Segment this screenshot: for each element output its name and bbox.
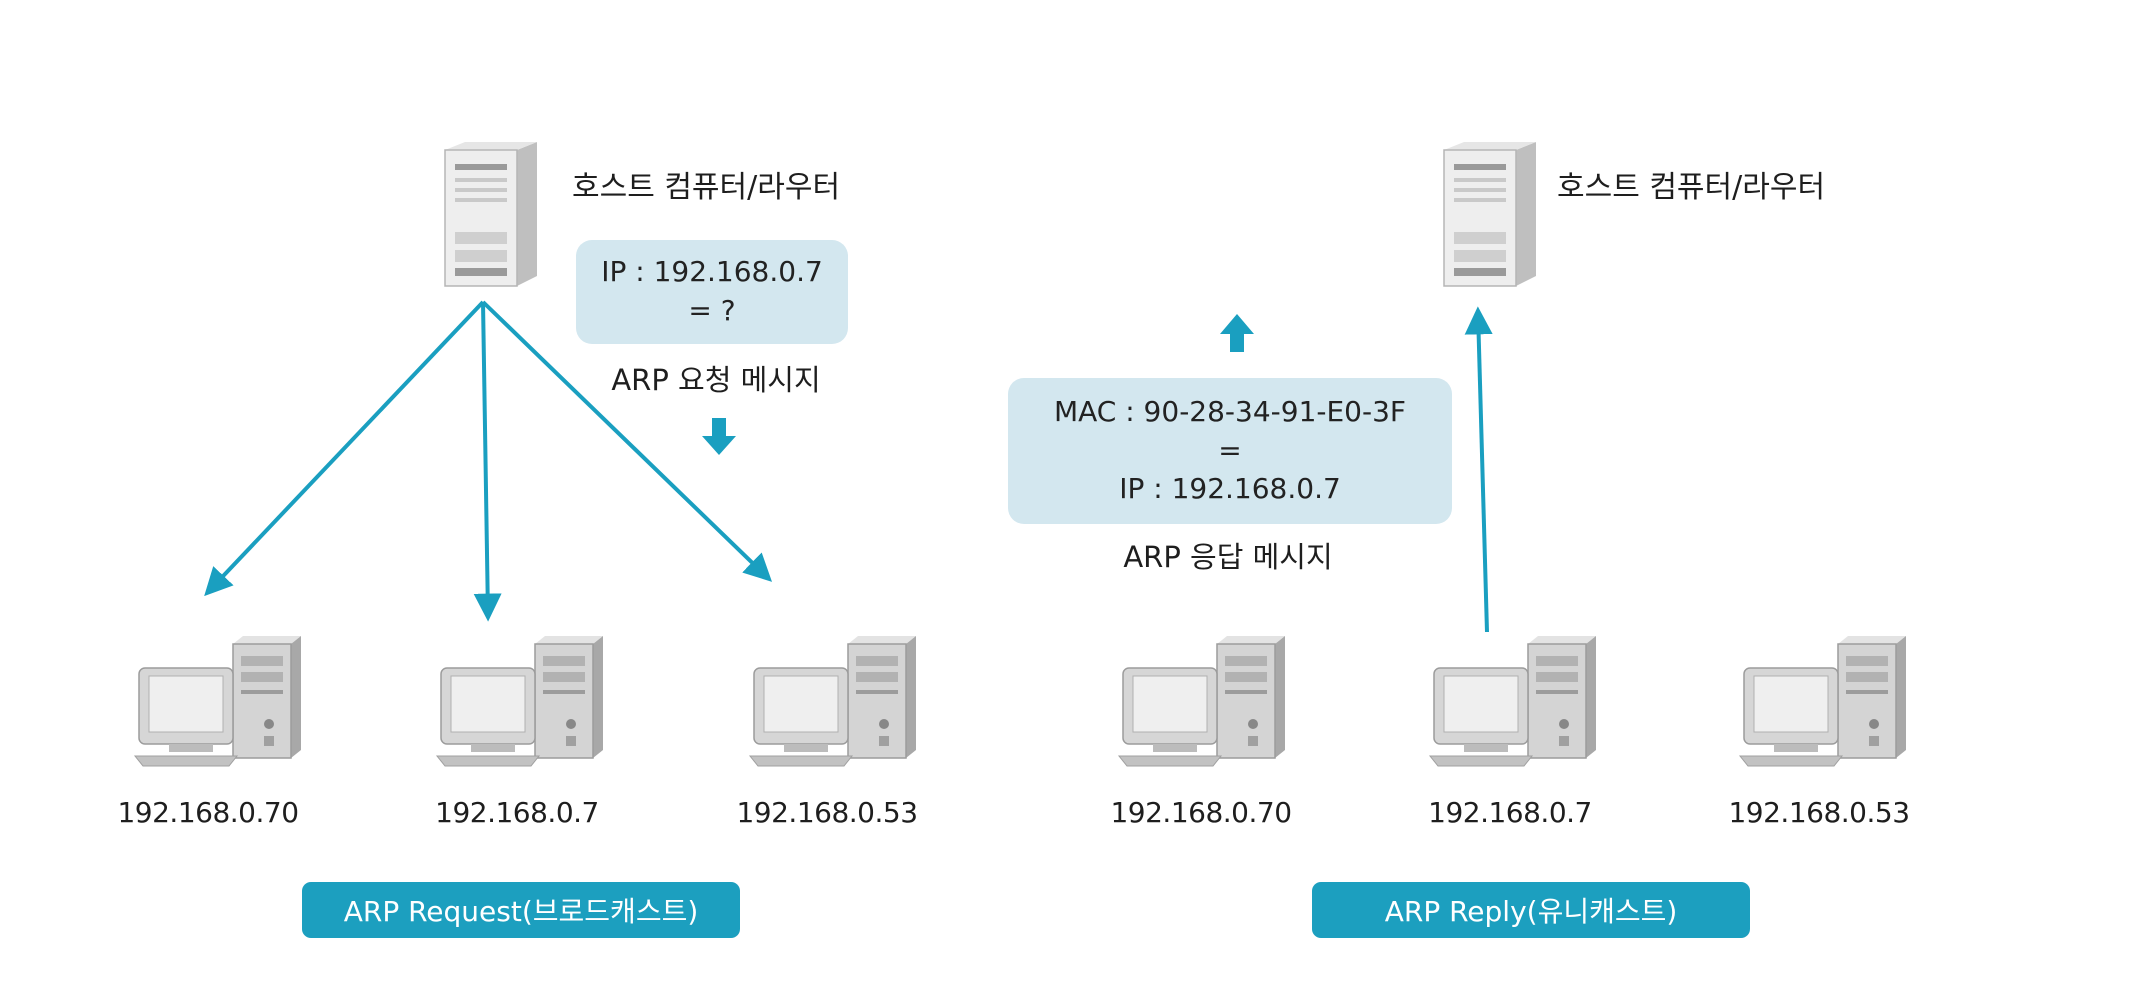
reply-host-label: 호스트 컴퓨터/라우터 [1557, 170, 1826, 205]
broadcast-arrow-1 [204, 300, 485, 597]
client-ip-label: 192.168.0.53 [1728, 796, 1910, 829]
client-ip-label: 192.168.0.70 [1110, 796, 1292, 829]
broadcast-arrow-3 [481, 300, 773, 582]
answer-ip-text: IP : 192.168.0.7 [1119, 472, 1341, 506]
request-caption-badge: ARP Request(브로드캐스트) [302, 882, 740, 938]
broadcast-arrows [204, 300, 773, 622]
answer-equals-text: = [1218, 433, 1242, 467]
reply-up-arrow-icon [1220, 314, 1254, 352]
client-ip-label: 192.168.0.7 [435, 796, 599, 829]
client-computer-icon [1117, 636, 1285, 767]
client-ip-label: 192.168.0.7 [1428, 796, 1592, 829]
client-ip-label: 192.168.0.70 [117, 796, 299, 829]
host-server-icon [444, 142, 537, 287]
unicast-reply-arrow [1464, 306, 1493, 633]
reply-message-label: ARP 응답 메시지 [1123, 540, 1333, 574]
client-computer-icon [435, 636, 603, 767]
request-message-label: ARP 요청 메시지 [611, 363, 821, 397]
arp-answer-bubble: MAC : 90-28-34-91-E0-3F = IP : 192.168.0… [1008, 378, 1452, 524]
query-ip-text: IP : 192.168.0.7 [601, 255, 823, 289]
client-computer-icon [133, 636, 301, 767]
query-unknown-text: = ? [688, 294, 736, 327]
answer-mac-text: MAC : 90-28-34-91-E0-3F [1053, 395, 1407, 429]
arp-query-bubble: IP : 192.168.0.7 = ? [576, 240, 848, 344]
reply-caption-badge: ARP Reply(유니캐스트) [1312, 882, 1750, 938]
client-computer-icon [1428, 636, 1596, 767]
request-host-label: 호스트 컴퓨터/라우터 [572, 170, 841, 205]
host-server-icon [1443, 142, 1536, 287]
client-ip-label: 192.168.0.53 [736, 796, 918, 829]
client-computer-icon [748, 636, 916, 767]
request-down-arrow-icon [702, 418, 736, 455]
broadcast-arrow-2 [473, 301, 502, 622]
client-computer-icon [1738, 636, 1906, 767]
